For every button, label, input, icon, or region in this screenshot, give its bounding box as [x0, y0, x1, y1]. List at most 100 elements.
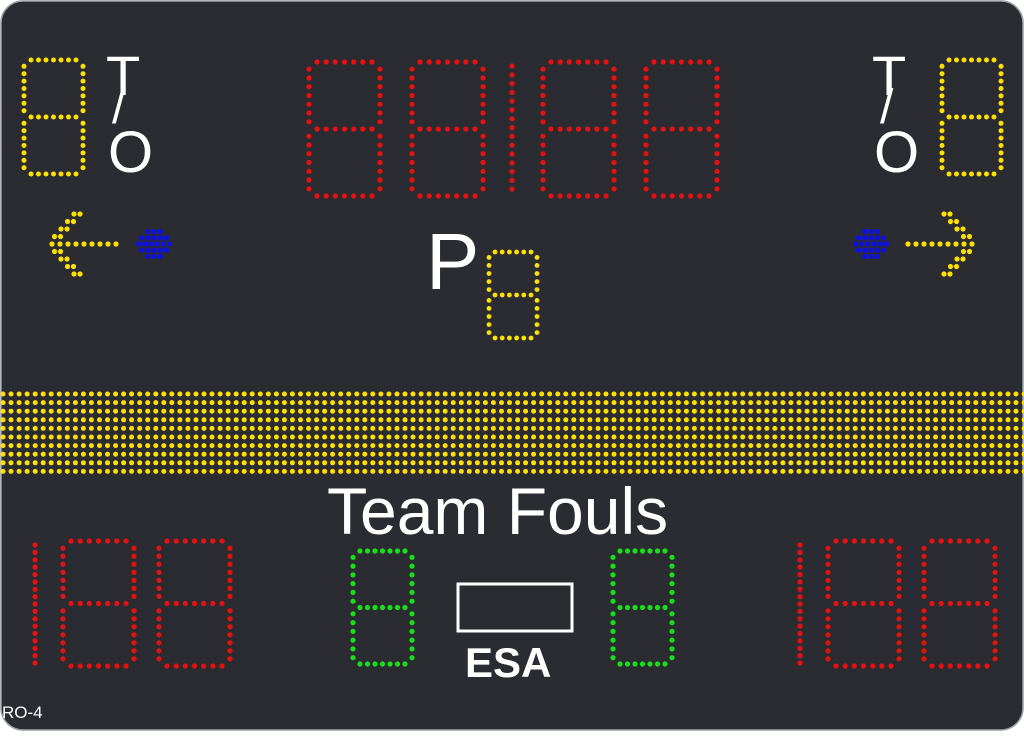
led-dot-e	[921, 608, 926, 613]
led-dot	[1, 409, 6, 414]
led-dot	[764, 443, 769, 448]
led-dot-a	[59, 58, 64, 63]
led-dot	[121, 417, 126, 422]
led-dot	[370, 460, 375, 465]
led-dot	[813, 469, 818, 474]
led-dot-f	[643, 67, 648, 72]
led-dot-b	[480, 75, 485, 80]
led-dot	[788, 435, 793, 440]
led-dot	[515, 409, 520, 414]
led-dot-e	[540, 177, 545, 182]
led-dot	[507, 417, 512, 422]
led-dot	[105, 417, 110, 422]
led-dot	[708, 452, 713, 457]
led-dot	[33, 400, 38, 405]
led-dot-a	[78, 538, 83, 543]
led-dot	[917, 460, 922, 465]
led-dot-g	[992, 115, 997, 120]
led-dot	[989, 417, 994, 422]
led-dot	[145, 417, 150, 422]
led-dot-f	[22, 108, 27, 113]
led-dot-d	[74, 172, 79, 177]
led-dot	[386, 460, 391, 465]
led-dot	[957, 452, 962, 457]
led-dot-f	[306, 110, 311, 115]
led-dot	[137, 435, 142, 440]
led-dot	[41, 426, 46, 431]
led-dot	[242, 400, 247, 405]
led-dot	[419, 409, 424, 414]
led-dot-b	[409, 581, 414, 586]
led-dot	[218, 400, 223, 405]
led-dot	[250, 417, 255, 422]
led-dot	[338, 460, 343, 465]
led-dot	[411, 443, 416, 448]
led-dot	[813, 392, 818, 397]
led-dot-d	[507, 336, 512, 341]
led-dot	[467, 426, 472, 431]
led-dot	[145, 435, 150, 440]
led-dot	[459, 409, 464, 414]
led-dot-f	[350, 581, 355, 586]
led-dot	[604, 426, 609, 431]
led-dot	[620, 417, 625, 422]
led-dot-e	[643, 169, 648, 174]
led-dot	[797, 452, 802, 457]
led-dot-e	[350, 620, 355, 625]
led-dot-d	[662, 661, 667, 666]
led-dot	[129, 435, 134, 440]
led-dot-a	[219, 538, 224, 543]
led-dot-c	[611, 134, 616, 139]
led-dot	[507, 460, 512, 465]
led-dot-d	[625, 661, 630, 666]
led-dot	[403, 443, 408, 448]
led-dot	[137, 409, 142, 414]
led-dot	[869, 426, 874, 431]
led-dot	[145, 392, 150, 397]
led-dot-e	[306, 186, 311, 191]
led-dot-b	[377, 75, 382, 80]
led-dot	[571, 443, 576, 448]
led-dot-b	[227, 562, 232, 567]
led-dot-e	[825, 648, 830, 653]
led-dot	[780, 400, 785, 405]
led-dot-d	[427, 193, 432, 198]
led-dot	[185, 426, 190, 431]
led-dot	[740, 392, 745, 397]
led-dot	[139, 248, 144, 253]
led-dot	[523, 417, 528, 422]
led-dot	[427, 460, 432, 465]
led-dot	[933, 460, 938, 465]
led-dot	[676, 426, 681, 431]
led-dot	[748, 435, 753, 440]
led-dot	[917, 409, 922, 414]
led-dot-g	[164, 601, 169, 606]
led-dot-colon	[509, 90, 514, 95]
led-dot	[226, 452, 231, 457]
led-dot-d	[87, 663, 92, 668]
led-dot	[869, 443, 874, 448]
led-dot	[973, 452, 978, 457]
led-dot-d	[697, 193, 702, 198]
led-dot	[628, 443, 633, 448]
led-dot	[676, 435, 681, 440]
led-dot-a	[888, 538, 893, 543]
led-dot	[403, 460, 408, 465]
led-dot-a	[201, 538, 206, 543]
led-dot	[346, 452, 351, 457]
led-dot	[878, 241, 883, 246]
led-dot	[692, 452, 697, 457]
led-dot-b	[81, 64, 86, 69]
led-dot	[250, 435, 255, 440]
led-dot	[893, 392, 898, 397]
led-dot	[865, 241, 870, 246]
led-dot	[194, 469, 199, 474]
led-dot-f	[921, 570, 926, 575]
led-dot	[941, 460, 946, 465]
led-dot	[668, 443, 673, 448]
led-dot-c	[227, 648, 232, 653]
led-dot	[145, 469, 150, 474]
led-dot	[821, 435, 826, 440]
led-dot	[499, 417, 504, 422]
led-dot-c	[992, 656, 997, 661]
